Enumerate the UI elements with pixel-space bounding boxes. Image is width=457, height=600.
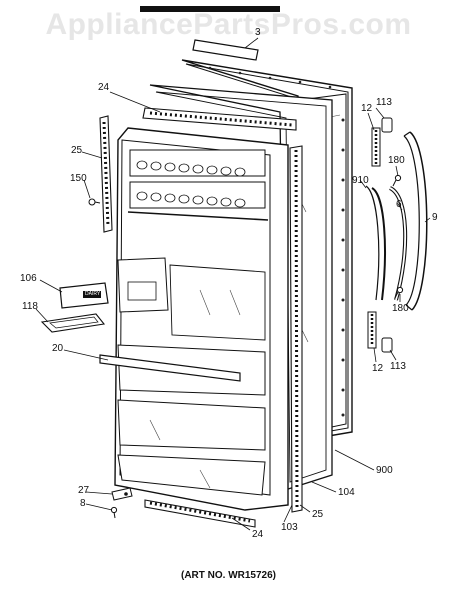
part-27-bracket <box>111 487 133 501</box>
part-25-gasket-right <box>289 145 303 513</box>
part-24-gasket-top <box>142 107 297 131</box>
part-12-trim-top <box>371 127 381 167</box>
label-part-104: 104 <box>338 487 355 498</box>
part-180-screw-bottom <box>394 286 404 299</box>
part-118-tray <box>40 313 106 333</box>
label-part-6: 6 <box>396 199 402 210</box>
label-part-180-bottom: 180 <box>392 303 409 314</box>
label-part-150: 150 <box>70 173 87 184</box>
label-part-27: 27 <box>78 485 90 496</box>
art-number-caption: (ART NO. WR15726) <box>180 570 276 581</box>
top-bar <box>140 6 280 12</box>
label-part-25-left: 25 <box>71 145 83 156</box>
label-part-20: 20 <box>52 343 64 354</box>
part-24-gasket-bottom <box>144 499 256 528</box>
label-part-113-top: 113 <box>376 97 392 108</box>
label-part-9: 9 <box>432 212 438 223</box>
part-9-outer-handle <box>403 131 428 311</box>
label-part-106: 106 <box>20 273 37 284</box>
part-113-cap-top <box>381 117 393 133</box>
label-part-118: 118 <box>22 301 38 312</box>
part-180-screw-top <box>392 174 402 187</box>
label-part-113-bottom: 113 <box>390 361 406 372</box>
label-part-24-bottom: 24 <box>252 529 264 540</box>
part-113-cap-bottom <box>381 337 393 353</box>
door-inner-liner <box>114 127 289 511</box>
part-25-gasket-left <box>99 115 113 233</box>
part-3-trim-strip <box>192 39 259 61</box>
label-part-910: 910 <box>352 175 369 186</box>
label-part-12-bottom: 12 <box>372 363 384 374</box>
label-part-8: 8 <box>80 498 86 509</box>
label-part-103: 103 <box>281 522 298 533</box>
part-12-trim-bottom <box>367 311 377 349</box>
label-part-3: 3 <box>255 27 261 38</box>
dairy-door-label: DAIRY <box>85 291 101 297</box>
part-6-handle <box>388 186 408 301</box>
label-part-180-top: 180 <box>388 155 405 166</box>
label-part-24-top: 24 <box>98 82 110 93</box>
part-8-screw <box>110 506 118 519</box>
label-part-25-bottom: 25 <box>312 509 324 520</box>
part-910-handle-base <box>365 185 386 301</box>
watermark: AppliancePartsPros.com <box>45 8 412 41</box>
part-106-dairy-door <box>59 282 109 309</box>
leader-lines <box>35 37 431 531</box>
part-20-shelf-bar <box>99 354 241 382</box>
label-part-900: 900 <box>376 465 393 476</box>
label-part-12-top: 12 <box>361 103 373 114</box>
part-150-screw <box>88 198 101 206</box>
